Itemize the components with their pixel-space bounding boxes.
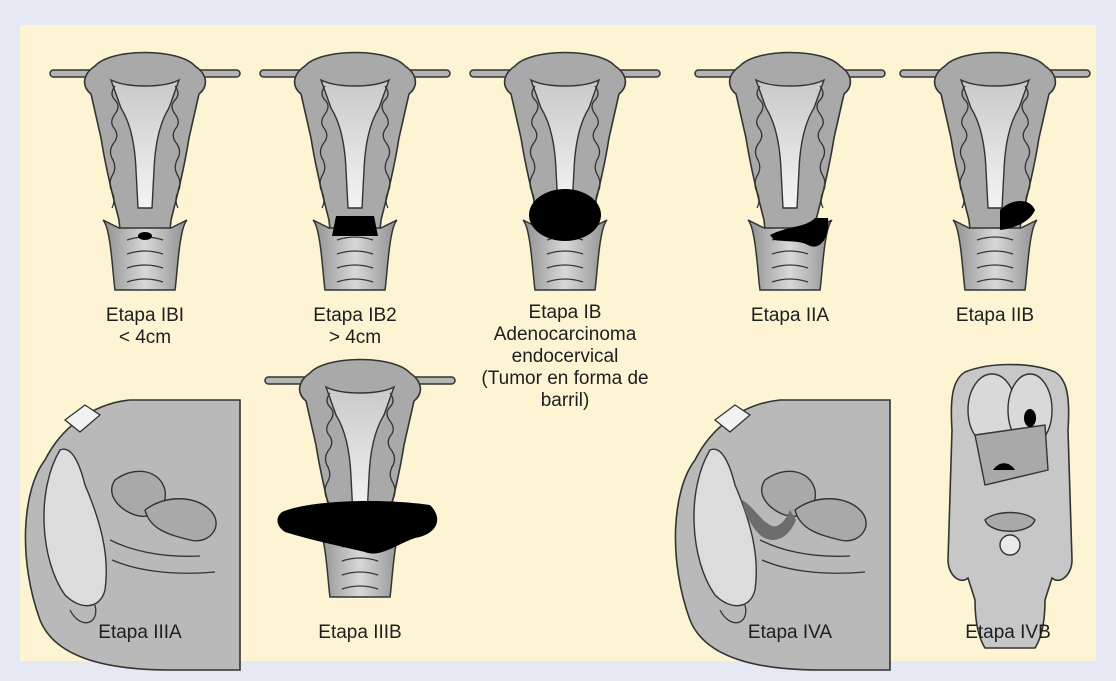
label-etapa-iiia: Etapa IIIA [98, 622, 181, 644]
label-etapa-ib2: Etapa IB2> 4cm [313, 305, 396, 349]
label-etapa-iva: Etapa IVA [748, 622, 832, 644]
diagram-etapa-iib [900, 53, 1090, 291]
diagram-etapa-ib-adeno [470, 53, 660, 291]
label-etapa-iia: Etapa IIA [751, 305, 829, 327]
diagram-etapa-iia [695, 53, 885, 291]
tumor-etapa-iiib [277, 501, 437, 554]
diagram-etapa-ivb [948, 365, 1072, 649]
diagram-etapa-iiib [265, 360, 455, 598]
label-etapa-iiib: Etapa IIIB [318, 622, 401, 644]
diagram-etapa-ib2 [260, 53, 450, 291]
tumor-etapa-ibi [138, 232, 152, 240]
label-etapa-ivb: Etapa IVB [965, 622, 1051, 644]
label-etapa-ibi: Etapa IBI< 4cm [106, 305, 184, 349]
diagram-etapa-ibi [50, 53, 240, 291]
tumor-etapa-ib-adeno [529, 189, 601, 241]
tumor-etapa-ib2 [332, 216, 378, 236]
label-etapa-iib: Etapa IIB [956, 305, 1034, 327]
